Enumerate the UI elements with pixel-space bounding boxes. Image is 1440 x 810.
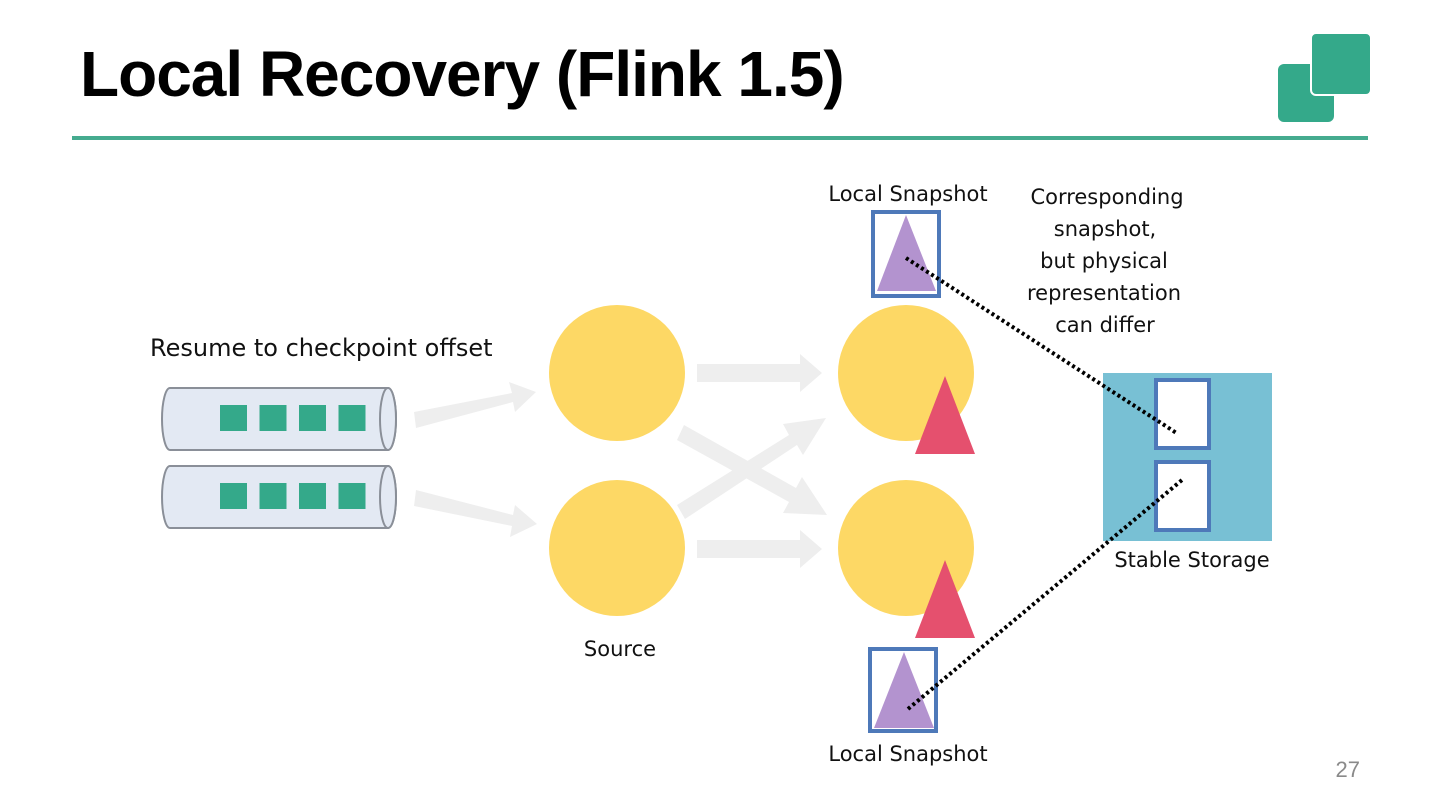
stable-storage-snapshot-2 [1154, 460, 1211, 532]
queue-end [379, 465, 397, 529]
operator-2-state-triangle [915, 560, 975, 638]
slide-title: Local Recovery (Flink 1.5) [80, 38, 845, 110]
logo-icon [1276, 30, 1372, 126]
source-operator-2 [549, 480, 685, 616]
queue-record [220, 405, 247, 431]
source-label: Source [584, 637, 656, 661]
title-underline [72, 136, 1368, 140]
note-text: Corresponding snapshot, but physical rep… [1027, 185, 1184, 337]
queue-record [299, 405, 326, 431]
queue-record [299, 483, 326, 509]
queue-2 [161, 465, 397, 529]
note-line: snapshot, [1054, 217, 1156, 241]
queue-record [338, 483, 366, 509]
stable-storage-snapshot-1 [1154, 378, 1211, 450]
local-snapshot-bottom-triangle [874, 652, 934, 728]
operator-1-state-triangle [915, 376, 975, 454]
stable-storage-label: Stable Storage [1114, 548, 1269, 572]
local-snapshot-top-label: Local Snapshot [828, 182, 987, 206]
source-operator-1 [549, 305, 685, 441]
local-snapshot-top-triangle [877, 215, 936, 291]
queue-record [259, 483, 287, 509]
local-snapshot-bottom-label: Local Snapshot [828, 742, 987, 766]
arrow-source2-to-op1 [677, 418, 826, 519]
logo-square-front [1310, 32, 1372, 96]
note-line: can differ [1055, 313, 1155, 337]
note-line: representation [1027, 281, 1181, 305]
queue-1 [161, 387, 397, 451]
note-line: but physical [1040, 249, 1168, 273]
queue-record [259, 405, 287, 431]
arrow-source2-to-op2 [697, 530, 822, 568]
queue-label: Resume to checkpoint offset [150, 334, 493, 362]
queue-end [379, 387, 397, 451]
queue-record [220, 483, 247, 509]
note-line: Corresponding [1030, 185, 1183, 209]
flow-arrows [414, 354, 827, 568]
arrow-source1-to-op1 [697, 354, 822, 392]
arrow-queue1-to-source1 [414, 382, 536, 428]
queue-record [338, 405, 366, 431]
page-number: 27 [1335, 757, 1360, 782]
arrow-queue2-to-source2 [414, 490, 537, 537]
